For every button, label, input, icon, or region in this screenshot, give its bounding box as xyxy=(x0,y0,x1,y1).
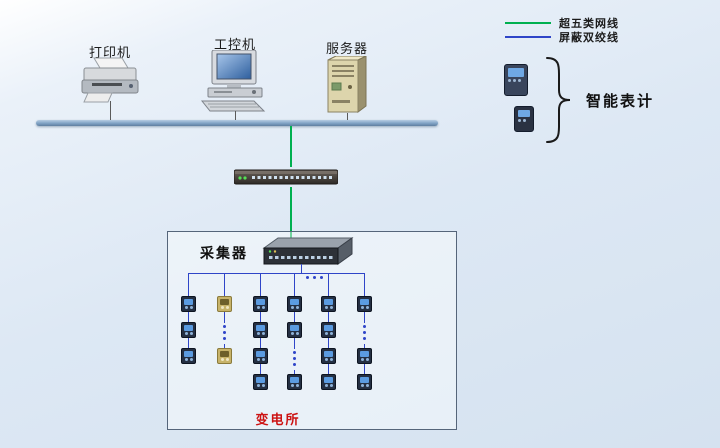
cat5-line-bus-to-switch xyxy=(290,126,292,167)
server-icon xyxy=(322,55,372,118)
industrial-pc-label: 工控机 xyxy=(213,38,256,53)
substation-boundary-box xyxy=(167,231,457,430)
meter-screen xyxy=(518,110,530,117)
ethernet-bus-bar xyxy=(36,120,438,126)
smart-meters-label: 智能表计 xyxy=(586,92,655,110)
industrial-pc-drop-line xyxy=(235,111,236,121)
collector-icon xyxy=(262,236,354,272)
tp-line-label: 屏蔽双绞线 xyxy=(559,31,619,44)
printer-label: 打印机 xyxy=(88,46,131,61)
smart-meter-icon-2 xyxy=(514,106,534,132)
legend-row-tp: 屏蔽双绞线 xyxy=(505,30,619,44)
collector-feeder-stub xyxy=(301,264,302,273)
substation-label: 变电所 xyxy=(255,413,301,428)
meter-screen xyxy=(508,68,524,77)
legend-row-cat5: 超五类网线 xyxy=(505,16,619,30)
printer-icon xyxy=(78,56,142,108)
smart-meter-icon-1 xyxy=(504,64,528,96)
ethernet-switch-icon xyxy=(233,167,339,191)
tp-line-swatch xyxy=(505,36,551,38)
printer-drop-line xyxy=(110,101,111,121)
server-drop-line xyxy=(347,113,348,121)
cat5-line-swatch xyxy=(505,22,551,24)
cat5-line-label: 超五类网线 xyxy=(559,17,619,30)
collector-label: 采集器 xyxy=(200,246,248,262)
meter-buttons xyxy=(518,119,530,122)
distribution-wire xyxy=(188,273,365,274)
industrial-pc-icon xyxy=(196,49,274,116)
server-label: 服务器 xyxy=(325,42,368,57)
legend: 超五类网线 屏蔽双绞线 xyxy=(505,16,619,44)
right-brace-glyph xyxy=(544,56,574,148)
meter-buttons xyxy=(508,79,524,82)
cat5-line-switch-to-collector xyxy=(290,187,292,239)
